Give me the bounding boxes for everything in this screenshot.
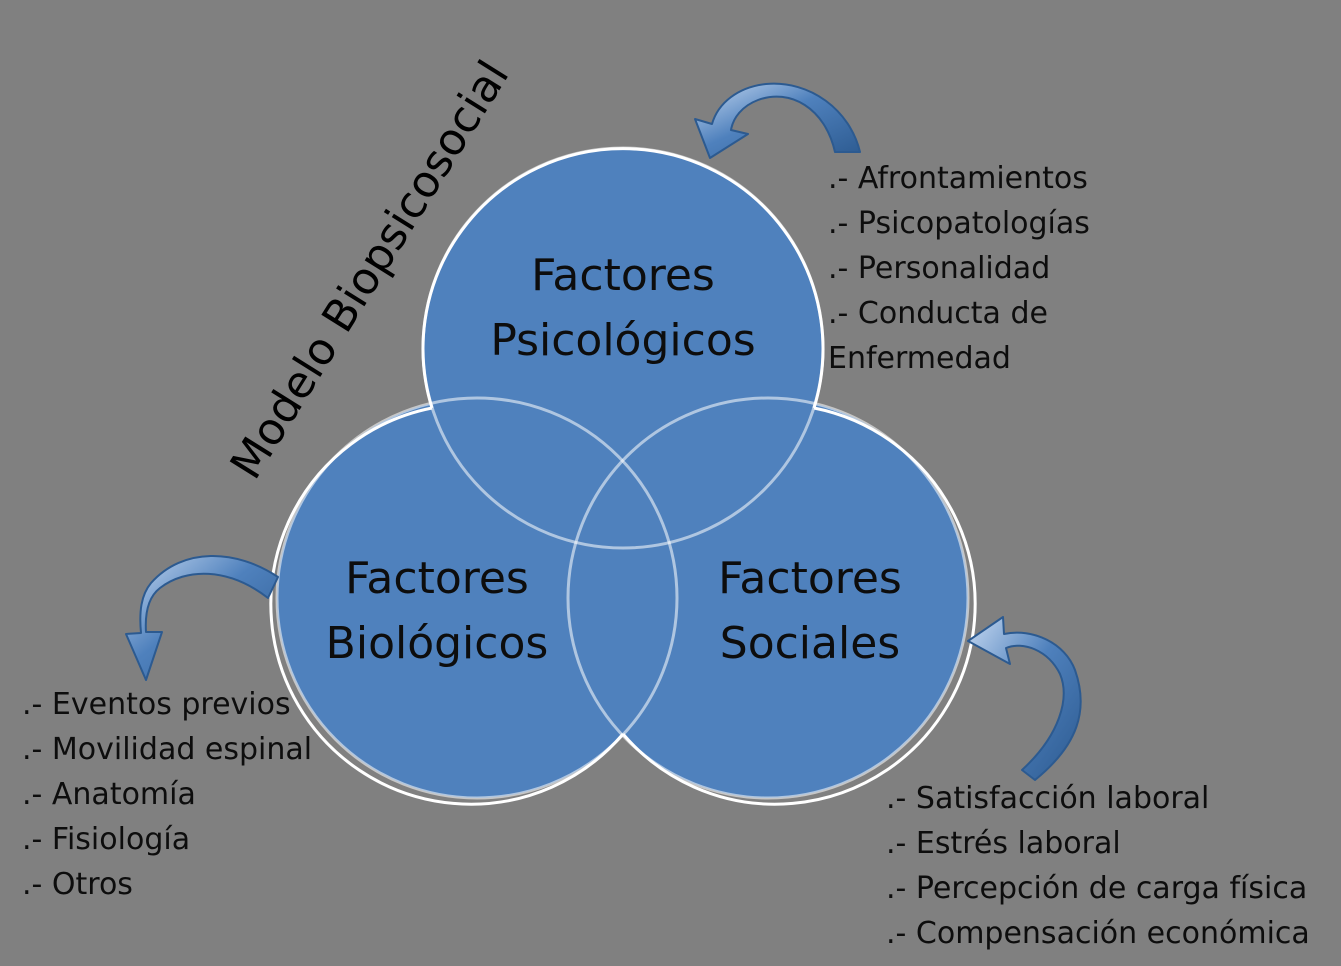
list-psicologicos: .- Afrontamientos .- Psicopatologías .- … — [828, 156, 1090, 381]
label-biologicos-line2: Biológicos — [326, 618, 549, 669]
outline-biologicos-outer — [269, 406, 625, 806]
list-item: .- Anatomía — [22, 777, 196, 812]
list-item: .- Percepción de carga física — [886, 871, 1308, 906]
label-sociales-line2: Sociales — [720, 618, 900, 669]
outline-sociales-outer — [621, 406, 977, 806]
list-item: .- Eventos previos — [22, 687, 291, 722]
curved-arrow-sociales — [967, 616, 1082, 781]
list-item: .- Otros — [22, 867, 133, 902]
circle-sociales — [568, 398, 968, 798]
list-item: .- Estrés laboral — [886, 826, 1121, 861]
list-item: .- Movilidad espinal — [22, 732, 313, 767]
list-item: .- Satisfacción laboral — [886, 781, 1210, 816]
list-item: .- Afrontamientos — [828, 161, 1088, 196]
list-item: Enfermedad — [828, 341, 1011, 376]
outline-biologicos-inner — [275, 396, 679, 800]
label-sociales-line1: Factores — [718, 553, 902, 604]
outline-sociales-inner — [566, 396, 970, 800]
list-item: .- Compensación económica — [886, 916, 1310, 951]
list-item: .- Psicopatologías — [828, 206, 1090, 241]
label-biologicos-line1: Factores — [345, 553, 529, 604]
list-sociales: .- Satisfacción laboral .- Estrés labora… — [886, 776, 1310, 956]
circle-biologicos — [277, 398, 677, 798]
list-biologicos: .- Eventos previos .- Movilidad espinal … — [22, 682, 312, 907]
list-item: .- Personalidad — [828, 251, 1051, 286]
outline-psicologicos-outer — [421, 147, 825, 409]
label-psicologicos-line1: Factores — [531, 250, 715, 301]
curved-arrow-biologicos — [125, 555, 279, 681]
list-item: .- Fisiología — [22, 822, 191, 857]
list-item: .- Conducta de — [828, 296, 1048, 331]
label-psicologicos-line2: Psicológicos — [490, 315, 755, 366]
curved-arrow-psicologicos — [694, 82, 861, 159]
